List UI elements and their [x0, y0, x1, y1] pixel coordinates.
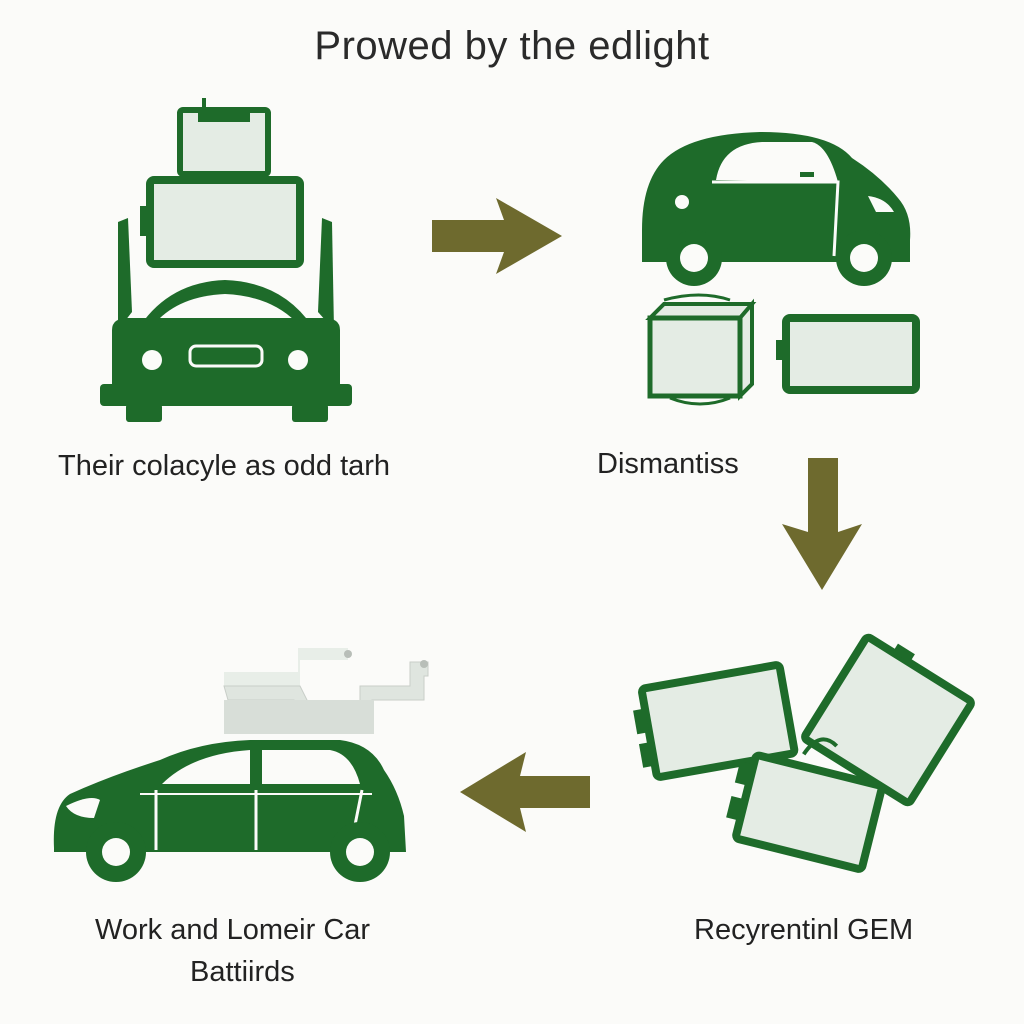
battery-icon: [140, 176, 304, 268]
hatchback-car-icon: [53, 740, 407, 882]
arrow-left-icon: [460, 752, 590, 832]
step-1-caption: Their colacyle as odd tarh: [58, 450, 391, 482]
arrow-down-icon: [782, 458, 862, 590]
stacked-batteries-icon: [633, 633, 975, 873]
battery-pack-icon: [776, 314, 920, 394]
battery-icon: [177, 107, 271, 177]
step-2-caption: Dismantiss: [597, 448, 739, 480]
step-1-illustration: [100, 98, 352, 422]
step-4-illustration: [633, 633, 975, 873]
arrow-right-icon: [432, 198, 562, 274]
step-4-caption: Recyrentinl GEM: [694, 914, 914, 946]
diagram-title: Prowed by the edlight: [314, 24, 710, 68]
solar-panel-icon: [223, 648, 429, 734]
step-2-illustration: [642, 132, 920, 406]
step-3-caption-line1: Work and Lomeir Car: [95, 914, 371, 946]
open-hood-car-icon: [100, 218, 352, 422]
small-ev-icon: [642, 132, 911, 286]
battery-box-icon: [645, 293, 757, 406]
step-3-illustration: [53, 648, 429, 882]
step-3-caption-line2: Battiirds: [190, 956, 295, 988]
